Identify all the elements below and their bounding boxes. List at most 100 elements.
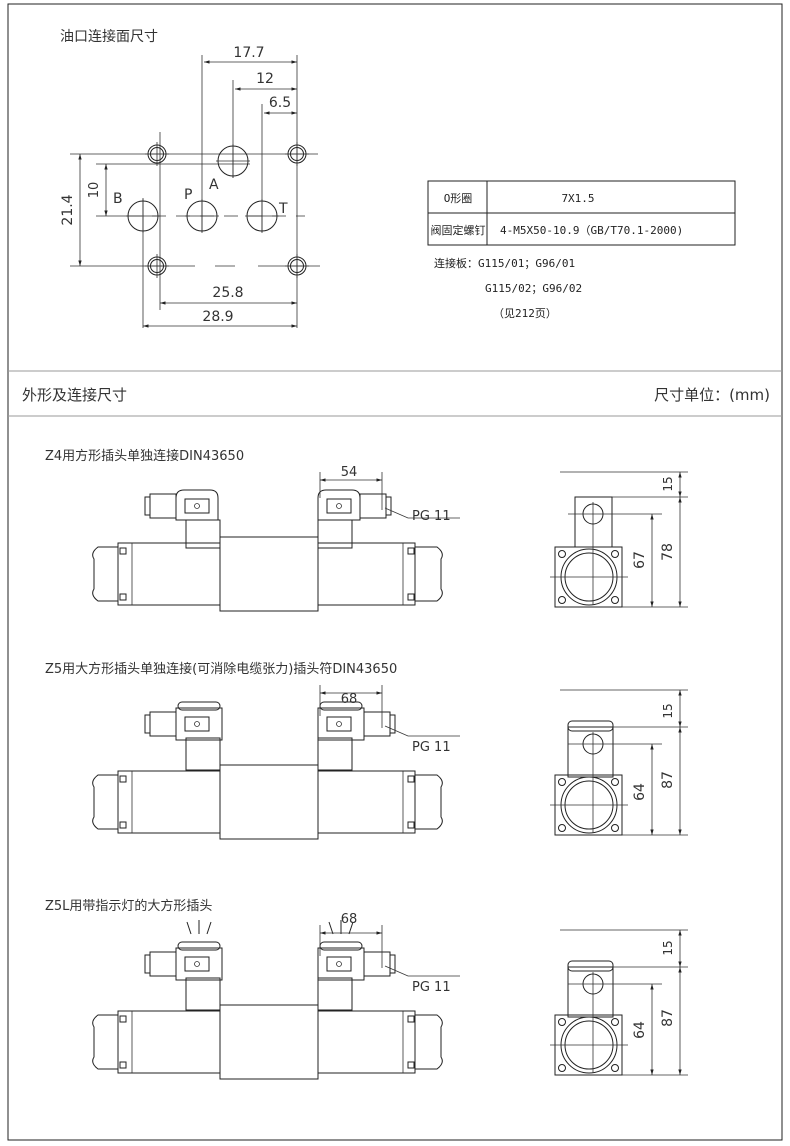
bolt-head (407, 547, 415, 555)
connector-symbol (194, 503, 200, 509)
pg-label-z5: PG 11 (412, 740, 451, 755)
cable-gland-nut (385, 496, 392, 516)
valve-assembly-z4 (92, 472, 460, 612)
cable-gland (363, 951, 391, 977)
inner-dim-z5: 64 (632, 783, 648, 801)
top-dim-z5l: 15 (661, 940, 675, 955)
front-flange-hole (558, 824, 566, 832)
pg-label-z4: PG 11 (412, 509, 451, 524)
connector-nameplate (184, 716, 210, 732)
cable-gland (363, 711, 391, 737)
inner-dim-z5l: 64 (632, 1021, 648, 1039)
bolt-head (119, 547, 127, 555)
connector-stem (185, 519, 221, 549)
solenoid-body-right (317, 1010, 416, 1074)
plate-label: 连接板：G115/01；G96/01 (434, 256, 575, 270)
connector-stem (317, 737, 353, 771)
connector-housing (317, 489, 361, 521)
connector-cap (319, 941, 363, 951)
front-flange-hole (558, 1064, 566, 1072)
plate-ref: （见212页） (493, 307, 557, 320)
solenoid-body-left (117, 1010, 221, 1074)
connector-symbol (336, 961, 342, 967)
port-label-t: T (278, 201, 288, 217)
cable-gland-nut (144, 496, 151, 516)
connector-symbol (194, 961, 200, 967)
end-cap-left (92, 1014, 119, 1070)
top-dim-z5: 15 (661, 703, 675, 718)
spec-table (427, 180, 736, 246)
outer-dim-z5: 87 (660, 771, 676, 789)
pg-leader-line (384, 725, 460, 737)
solenoid-body-left (117, 542, 221, 606)
cable-gland-nut (144, 714, 151, 734)
port-section-title: 油口连接面尺寸 (60, 28, 158, 45)
valve-assembly-z5 (92, 685, 460, 840)
port-pattern-diagram (70, 55, 320, 328)
bolt-head (119, 593, 127, 601)
connector-symbol (194, 721, 200, 727)
front-flange-hole (611, 550, 619, 558)
connector-nameplate (326, 716, 352, 732)
solenoid-body-right (317, 770, 416, 834)
dim-6-5: 6.5 (269, 95, 291, 111)
connector-stem (317, 977, 353, 1011)
front-flange-hole (611, 596, 619, 604)
width-dim-z5: 68 (341, 692, 358, 707)
front-flange-hole (558, 550, 566, 558)
top-dim-z4: 15 (661, 476, 675, 491)
section-title-z5l: Z5L用带指示灯的大方形插头 (45, 898, 212, 914)
pg-leader-line (384, 965, 460, 977)
valve-assembly-z5l (92, 920, 460, 1080)
pg-label-z5l: PG 11 (412, 980, 451, 995)
width-dim-z4: 54 (341, 465, 358, 480)
connector-nameplate (326, 498, 352, 514)
end-cap-right (414, 1014, 443, 1070)
dim-17-7: 17.7 (233, 45, 264, 61)
end-cap-right (414, 774, 443, 830)
outer-dim-z5l: 87 (660, 1009, 676, 1027)
front-flange-hole (558, 596, 566, 604)
bolt-head (407, 1015, 415, 1023)
bolt-head (407, 593, 415, 601)
bolt-head (119, 1015, 127, 1023)
lamp-ray (328, 921, 334, 935)
connector-stem (185, 977, 221, 1011)
connector-symbol (336, 721, 342, 727)
front-view-z5l (550, 929, 688, 1076)
end-cap-right (414, 546, 443, 602)
pg-leader-line (384, 507, 460, 519)
outline-section-title: 外形及连接尺寸 (22, 386, 127, 404)
connector-stem (317, 519, 353, 549)
dim-28-9: 28.9 (202, 309, 233, 325)
cable-gland-nut (389, 954, 396, 974)
front-view-z5 (550, 689, 688, 836)
solenoid-body-left (117, 770, 221, 834)
front-view-z4 (550, 471, 688, 608)
port-label-a: A (209, 177, 219, 193)
valve-center-block (219, 1004, 319, 1080)
connector-stem (185, 737, 221, 771)
end-cap-left (92, 774, 119, 830)
bolt-head (407, 821, 415, 829)
dim-25-8: 25.8 (212, 285, 243, 301)
connector-cap (177, 701, 221, 711)
connector-nameplate (184, 956, 210, 972)
dim-21-4: 21.4 (60, 194, 76, 225)
cable-gland-nut (144, 954, 151, 974)
table-value-o-ring: 7X1.5 (561, 192, 594, 205)
valve-center-block (219, 764, 319, 840)
table-value-screw: 4-M5X50-10.9（GB/T70.1-2000) (500, 224, 683, 237)
inner-dim-z4: 67 (632, 551, 648, 569)
front-connector-cap (567, 720, 614, 732)
front-flange-hole (611, 778, 619, 786)
bolt-head (119, 775, 127, 783)
valve-drawings (92, 471, 688, 1080)
valve-center-block (219, 536, 319, 612)
port-label-p: P (184, 187, 192, 203)
solenoid-body-right (317, 542, 416, 606)
table-label-screw: 阀固定螺钉 (431, 223, 486, 237)
front-flange-hole (558, 778, 566, 786)
port-label-b: B (113, 191, 123, 207)
